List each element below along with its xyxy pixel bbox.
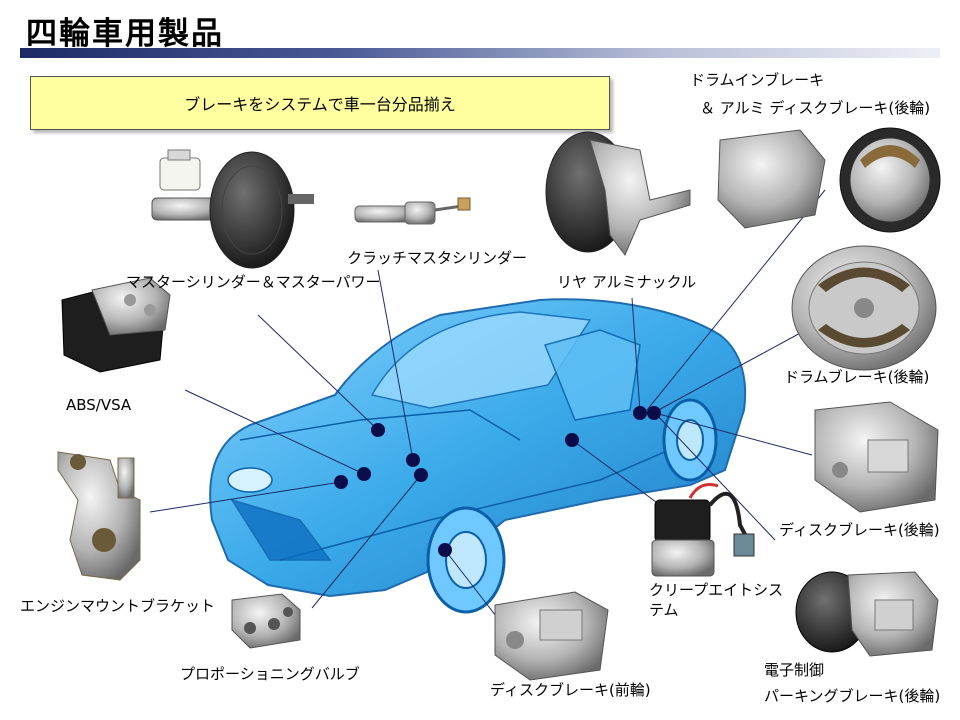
car-windshield xyxy=(370,311,592,409)
label-aluminum-disc-brake-rear: ＆ アルミ ディスクブレーキ(後輪) xyxy=(700,99,931,117)
car-front-wheel-hub xyxy=(445,531,487,589)
marker-rear-brakes xyxy=(647,406,661,420)
headline-banner: ブレーキをシステムで車一台分品揃え xyxy=(30,76,610,130)
clutch-master-cylinder-image xyxy=(354,197,471,225)
abs-vsa-unit-image xyxy=(61,277,171,373)
car-headlight xyxy=(227,467,273,493)
car-side-line xyxy=(279,429,716,561)
marker-master xyxy=(371,423,385,437)
rear-disc-brake-image xyxy=(814,401,939,513)
master-cylinder-booster-image xyxy=(151,149,314,269)
marker-abs xyxy=(357,467,371,481)
car-seat xyxy=(543,329,641,421)
rear-aluminum-knuckle-image xyxy=(545,131,691,256)
label-electronic-control: 電子制御 xyxy=(764,661,825,679)
label-disc-brake-front: ディスクブレーキ(前輪) xyxy=(490,681,651,699)
leader-drum-disc xyxy=(646,189,826,411)
label-master-cylinder-booster: マスターシリンダー＆マスターパワー xyxy=(126,273,381,291)
label-engine-mount-bracket: エンジンマウントブラケット xyxy=(20,597,216,615)
title-underline-bar xyxy=(20,48,940,58)
creep-aid-system-image xyxy=(651,483,755,577)
front-disc-brake-image xyxy=(494,591,609,681)
leader-creep xyxy=(571,439,657,503)
car-illustration xyxy=(209,298,747,614)
engine-mount-bracket-image xyxy=(57,451,141,581)
label-drum-brake-rear: ドラムブレーキ(後輪) xyxy=(784,368,930,386)
label-rear-aluminum-knuckle: リヤ アルミナックル xyxy=(557,273,697,291)
label-clutch-master-cylinder: クラッチマスタシリンダー xyxy=(347,249,528,267)
electronic-parking-brake-image xyxy=(795,571,939,657)
proportioning-valve-image xyxy=(231,593,301,649)
markers xyxy=(334,406,661,557)
drum-in-disc-brake-image xyxy=(717,127,941,233)
leader-epb xyxy=(654,412,776,541)
leader-disc-rear xyxy=(654,412,813,456)
banner-text: ブレーキをシステムで車一台分品揃え xyxy=(184,95,456,114)
label-creep-aid-system: クリープエイトシステム xyxy=(649,581,784,619)
marker-disc-front xyxy=(438,543,452,557)
marker-engine xyxy=(334,475,348,489)
label-disc-brake-rear: ディスクブレーキ(後輪) xyxy=(779,521,940,539)
marker-knuckle xyxy=(633,406,647,420)
leader-abs xyxy=(184,389,365,475)
leader-clutch xyxy=(377,269,414,461)
leader-engine xyxy=(149,481,342,513)
marker-proport xyxy=(414,468,428,482)
label-proportioning-valve: プロポーショニングバルブ xyxy=(180,665,360,683)
leader-drum xyxy=(652,324,816,414)
leader-proport xyxy=(311,474,422,609)
label-drum-in-brake: ドラムインブレーキ xyxy=(690,71,825,89)
leader-master xyxy=(257,314,379,431)
leader-knuckle xyxy=(631,297,641,413)
page-title: 四輪車用製品 xyxy=(26,16,224,52)
car-rear-wheel-hub xyxy=(676,419,704,461)
marker-creep xyxy=(565,433,579,447)
marker-clutch xyxy=(406,453,420,467)
label-parking-brake-rear: パーキングブレーキ(後輪) xyxy=(764,687,941,705)
car-hood-line xyxy=(239,409,521,441)
car-grille xyxy=(230,498,332,561)
drum-brake-image xyxy=(791,245,937,371)
label-abs-vsa: ABS/VSA xyxy=(66,396,132,414)
